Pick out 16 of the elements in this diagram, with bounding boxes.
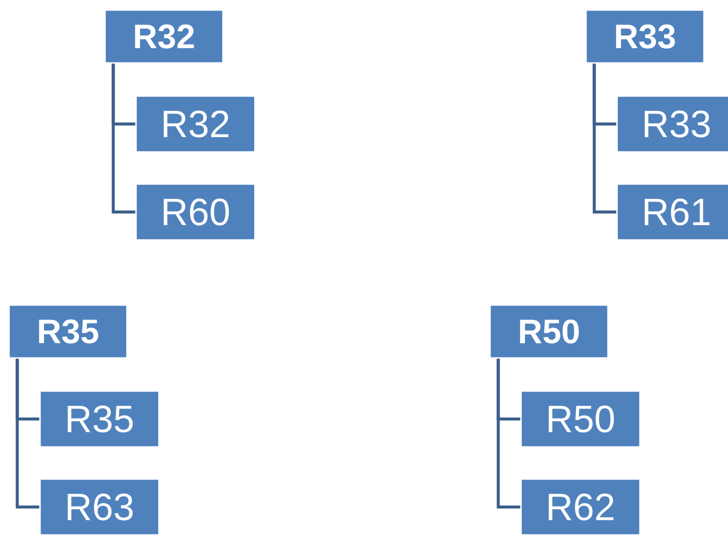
item-box: R50	[520, 390, 641, 448]
item-box: R60	[135, 183, 256, 241]
item-box: R62	[520, 478, 641, 535]
connector-line	[592, 64, 616, 214]
connector-line	[16, 358, 40, 508]
item-box: R33	[616, 95, 728, 153]
item-box: R35	[39, 390, 160, 448]
item-box: R61	[616, 183, 728, 241]
heading-box: R33	[585, 9, 705, 64]
item-box: R32	[135, 95, 256, 153]
connector-line	[112, 64, 136, 214]
heading-box: R50	[489, 304, 609, 359]
item-box: R63	[39, 478, 160, 535]
heading-box: R35	[8, 304, 128, 359]
heading-box: R32	[104, 9, 224, 64]
connector-line	[496, 358, 520, 508]
